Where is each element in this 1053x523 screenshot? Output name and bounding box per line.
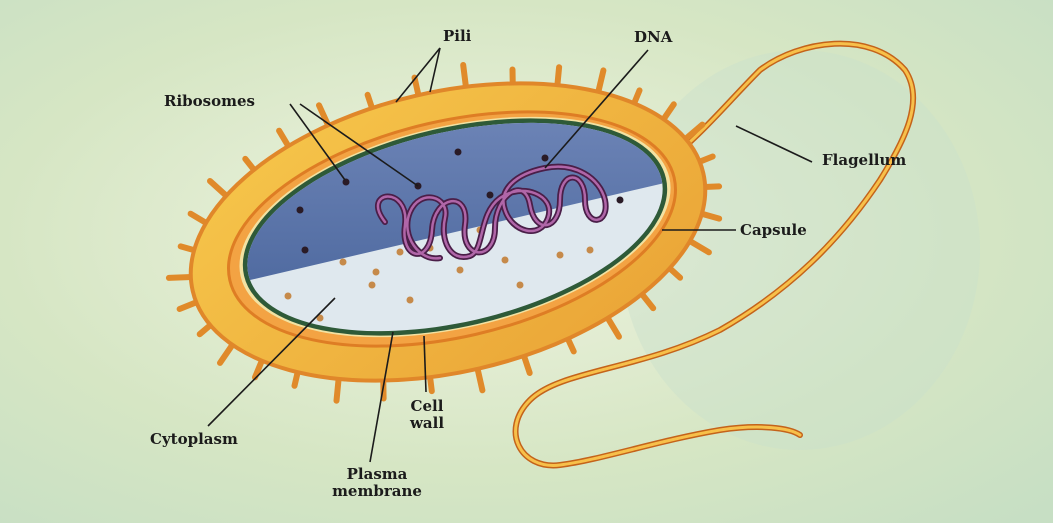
label-plasma-membrane-line2: membrane bbox=[329, 483, 425, 500]
ribosome bbox=[487, 192, 494, 199]
label-cytoplasm: Cytoplasm bbox=[150, 431, 238, 448]
label-plasma-membrane-line1: Plasma bbox=[329, 466, 425, 483]
ribosome bbox=[457, 267, 464, 274]
ribosome bbox=[373, 269, 380, 276]
label-capsule: Capsule bbox=[740, 222, 807, 239]
label-plasma-membrane: Plasma membrane bbox=[329, 466, 425, 500]
ribosome bbox=[617, 197, 624, 204]
label-dna: DNA bbox=[634, 29, 672, 46]
label-flagellum: Flagellum bbox=[822, 152, 906, 169]
ribosome bbox=[302, 247, 309, 254]
ribosome bbox=[517, 282, 524, 289]
ribosome bbox=[557, 252, 564, 259]
ribosome bbox=[343, 179, 350, 186]
ribosome bbox=[407, 297, 414, 304]
ribosome bbox=[397, 249, 404, 256]
label-cell-wall-line2: wall bbox=[405, 415, 449, 432]
ribosome bbox=[297, 207, 304, 214]
label-cell-wall: Cell wall bbox=[405, 398, 449, 432]
ribosome bbox=[455, 149, 462, 156]
label-cell-wall-line1: Cell bbox=[405, 398, 449, 415]
ribosome bbox=[369, 282, 376, 289]
ribosome bbox=[340, 259, 347, 266]
ribosome bbox=[285, 293, 292, 300]
label-pili: Pili bbox=[443, 28, 471, 45]
ribosome bbox=[587, 247, 594, 254]
ribosome bbox=[542, 155, 549, 162]
ribosome bbox=[502, 257, 509, 264]
label-ribosomes: Ribosomes bbox=[164, 93, 255, 110]
